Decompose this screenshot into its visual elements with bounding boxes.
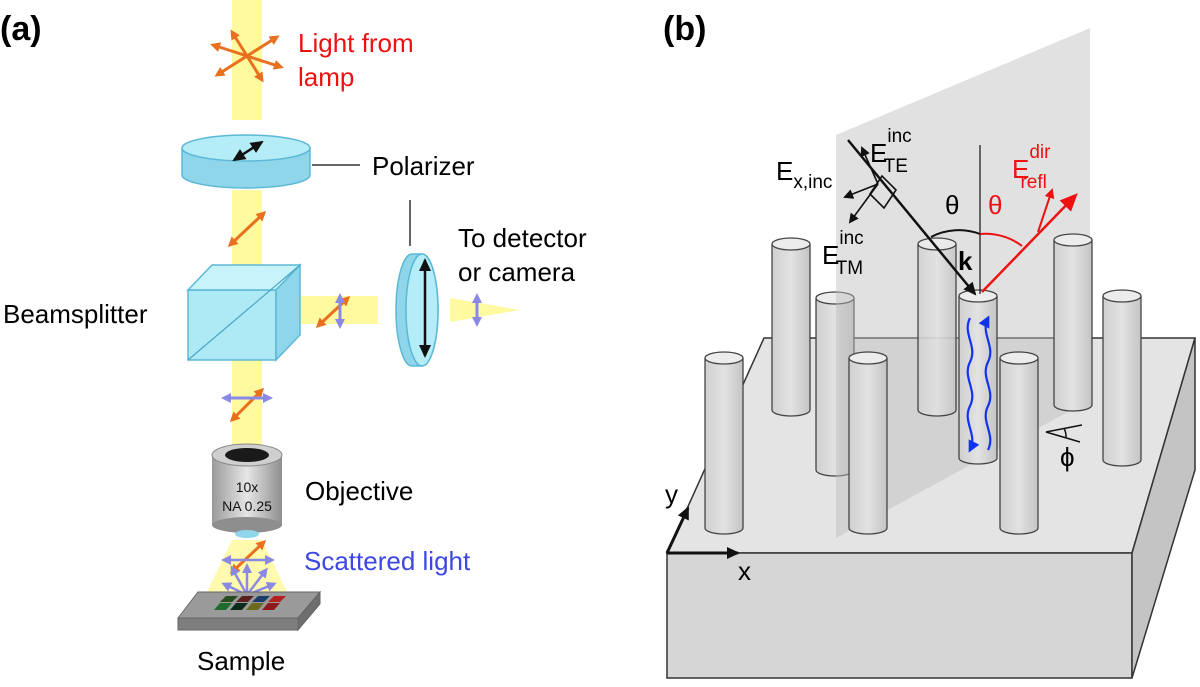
objective-lens <box>211 443 283 538</box>
incidence-angle-arc <box>930 229 981 238</box>
panel-a-label: (a) <box>0 10 42 48</box>
theta-incident-label: θ <box>945 190 959 220</box>
light-from-lamp-label-1: Light from <box>298 28 414 58</box>
x-axis-label: x <box>738 556 751 586</box>
coordinate-axes <box>665 506 740 559</box>
analyzer-disc <box>395 253 439 367</box>
pillar-back-center <box>917 237 957 417</box>
k-label: k <box>958 246 973 276</box>
pillar-back-right <box>1053 233 1093 412</box>
azimuth-angle-arc <box>1045 424 1083 443</box>
phi-label: ϕ <box>1060 442 1075 472</box>
pillar-illuminated <box>958 289 998 465</box>
polarizer-disc <box>181 134 311 189</box>
pillar-mid-right <box>1102 289 1142 467</box>
to-detector-label-2: or camera <box>458 257 576 287</box>
to-detector-label-1: To detector <box>458 223 587 253</box>
sample-label: Sample <box>197 646 285 676</box>
pillar-front-right <box>999 351 1039 535</box>
reflection-angle-arc <box>979 232 1023 247</box>
panel-b-label: (b) <box>663 10 706 48</box>
beamsplitter-cube <box>186 263 302 362</box>
e-x-inc-label: Ex,inc <box>776 156 832 193</box>
unpolarized-light-arrows <box>210 29 284 83</box>
pillar-back-left <box>771 237 811 417</box>
incident-field-arrows <box>843 146 898 224</box>
polarizer-label: Polarizer <box>372 151 475 181</box>
objective-na: NA 0.25 <box>222 498 272 514</box>
reflected-beam <box>981 193 1078 293</box>
polarized-arrow-1 <box>227 210 267 248</box>
objective-magnification: 10x <box>236 479 259 495</box>
theta-reflected-label: θ <box>988 190 1002 220</box>
reflected-field-arrow <box>1037 188 1055 233</box>
guided-mode-waves <box>966 315 992 453</box>
objective-label: Objective <box>305 476 413 506</box>
scattered-light-label: Scattered light <box>304 546 471 576</box>
pillar-front-center-left <box>848 351 888 535</box>
pillar-front-far-left <box>704 351 744 535</box>
light-from-lamp-label-2: lamp <box>298 62 354 92</box>
y-axis-label: y <box>665 479 678 509</box>
sample-plate <box>176 590 322 632</box>
beamsplitter-label: Beamsplitter <box>3 299 148 329</box>
